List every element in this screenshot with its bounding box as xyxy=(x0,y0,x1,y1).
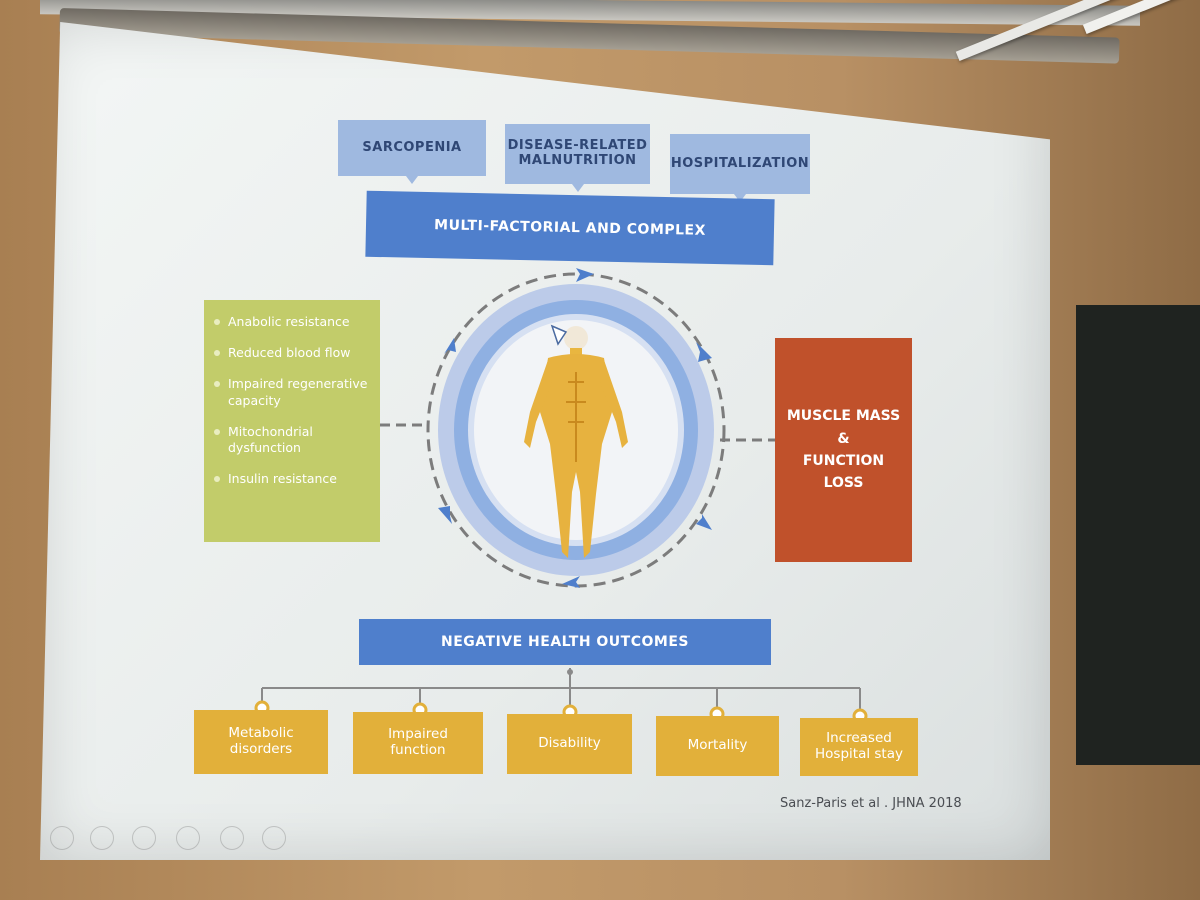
factor-item: Impaired regenerative capacity xyxy=(214,376,374,410)
loss-line2: & xyxy=(837,428,849,450)
bullet-dot-icon xyxy=(214,319,220,325)
bullet-dot-icon xyxy=(214,350,220,356)
bullet-dot-icon xyxy=(214,429,220,435)
mechanisms-panel: Anabolic resistance Reduced blood flow I… xyxy=(204,300,380,542)
zoom-icon[interactable] xyxy=(220,826,244,850)
callout-sarcopenia: SARCOPENIA xyxy=(338,120,486,176)
banner-negative-outcomes-label: NEGATIVE HEALTH OUTCOMES xyxy=(441,634,689,650)
banner-negative-outcomes: NEGATIVE HEALTH OUTCOMES xyxy=(359,619,771,665)
loss-line3: FUNCTION xyxy=(803,450,884,472)
citation: Sanz-Paris et al . JHNA 2018 xyxy=(780,796,1010,811)
callout-malnutrition-line1: DISEASE-RELATED xyxy=(508,139,648,154)
slides-grid-icon[interactable] xyxy=(176,826,200,850)
callout-malnutrition: DISEASE-RELATED MALNUTRITION xyxy=(505,124,650,184)
callout-hospitalization-label: HOSPITALIZATION xyxy=(671,157,809,172)
outcome-impaired-function: Impaired function xyxy=(353,712,483,774)
next-slide-icon[interactable] xyxy=(90,826,114,850)
outcome-metabolic: Metabolic disorders xyxy=(194,710,328,774)
factor-item: Insulin resistance xyxy=(214,471,374,488)
factor-label: Insulin resistance xyxy=(228,471,337,488)
ceiling-light-fixture xyxy=(980,0,1200,90)
loss-line4: LOSS xyxy=(824,472,864,494)
outcome-label: function xyxy=(390,743,445,759)
factor-item: Mitochondrial dysfunction xyxy=(214,424,374,458)
bullet-dot-icon xyxy=(214,476,220,482)
cycle-diagram xyxy=(380,262,800,602)
outcome-label: Hospital stay xyxy=(815,747,903,763)
callout-sarcopenia-label: SARCOPENIA xyxy=(362,141,461,156)
outcome-label: Metabolic xyxy=(228,726,293,742)
outcome-disability: Disability xyxy=(507,714,632,774)
bullet-dot-icon xyxy=(214,381,220,387)
more-options-icon[interactable] xyxy=(262,826,286,850)
muscle-loss-box: MUSCLE MASS & FUNCTION LOSS xyxy=(775,338,912,562)
outcome-label: Disability xyxy=(538,736,601,752)
factor-item: Reduced blood flow xyxy=(214,345,374,362)
factor-label: Impaired regenerative capacity xyxy=(228,376,374,410)
prev-slide-icon[interactable] xyxy=(50,826,74,850)
callout-hospitalization: HOSPITALIZATION xyxy=(670,134,810,194)
factor-label: Reduced blood flow xyxy=(228,345,351,362)
outcome-label: Increased xyxy=(826,731,892,747)
pen-icon[interactable] xyxy=(132,826,156,850)
outcome-hospital-stay: Increased Hospital stay xyxy=(800,718,918,776)
banner-multifactorial: MULTI-FACTORIAL AND COMPLEX xyxy=(365,191,774,266)
dark-board xyxy=(1076,305,1200,765)
outcome-label: Impaired xyxy=(388,727,448,743)
outcome-label: disorders xyxy=(230,742,292,758)
callout-malnutrition-line2: MALNUTRITION xyxy=(518,154,636,169)
factor-label: Mitochondrial dysfunction xyxy=(228,424,374,458)
factor-item: Anabolic resistance xyxy=(214,314,374,331)
outcome-mortality: Mortality xyxy=(656,716,779,776)
outcome-label: Mortality xyxy=(688,738,748,754)
factor-label: Anabolic resistance xyxy=(228,314,350,331)
loss-line1: MUSCLE MASS xyxy=(787,405,900,427)
banner-multifactorial-label: MULTI-FACTORIAL AND COMPLEX xyxy=(434,217,706,239)
